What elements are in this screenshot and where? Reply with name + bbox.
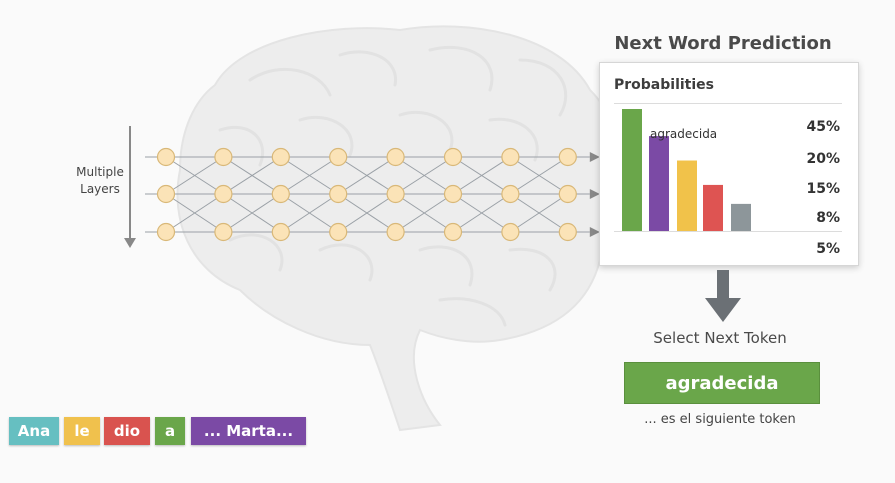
probability-bar (731, 203, 751, 231)
connection-line (223, 156, 282, 195)
network-node (443, 184, 463, 204)
input-token: ... Marta... (191, 417, 306, 445)
network-node (271, 184, 290, 204)
connection-line (280, 193, 339, 233)
network-node (214, 222, 233, 242)
probability-bar (622, 109, 642, 231)
top-word-label: agradecida (650, 127, 718, 141)
network-node (271, 222, 290, 242)
down-arrow-icon (705, 270, 741, 322)
connection-line (452, 193, 511, 233)
layers-label-line1: Multiple (76, 165, 124, 179)
network-node (501, 184, 520, 204)
network-node (386, 222, 405, 242)
connection-line (395, 193, 454, 233)
connection-line (395, 156, 454, 195)
percent-label: 20% (806, 151, 840, 167)
layers-arrow-head (124, 238, 136, 248)
panel-divider-top (614, 103, 842, 104)
network-node (558, 222, 577, 242)
probability-bar (649, 136, 669, 231)
probability-bar (677, 160, 697, 231)
network-node (443, 222, 463, 242)
connection-line (337, 193, 396, 233)
probabilities-title: Probabilities (614, 77, 714, 93)
percent-label: 45% (806, 119, 840, 135)
probability-bars (622, 109, 751, 231)
connection-line (510, 193, 569, 233)
network-node (329, 184, 348, 204)
layer-arrow-head (589, 189, 600, 199)
input-token: Ana (9, 417, 59, 445)
network-node (156, 222, 176, 242)
network-node (214, 184, 233, 204)
network-node (386, 184, 405, 204)
panel-divider-bottom (614, 231, 842, 232)
percent-label: 5% (816, 241, 840, 257)
layer-arrow-head (589, 152, 600, 162)
connection-line (165, 156, 224, 195)
network-node (443, 147, 463, 167)
connection-line (510, 156, 569, 195)
network-node (329, 147, 348, 167)
percent-label: 8% (816, 210, 840, 226)
network-node (386, 147, 405, 167)
connection-line (165, 193, 224, 233)
connection-line (280, 156, 339, 195)
input-token: le (64, 417, 100, 445)
connection-line (337, 156, 396, 195)
probability-bar (703, 184, 723, 231)
prediction-title: Next Word Prediction (614, 33, 832, 54)
percent-label: 15% (806, 181, 840, 197)
next-token-note: ... es el siguiente token (644, 412, 796, 427)
layers-label: Multiple Layers (60, 164, 140, 198)
network-node (156, 147, 176, 167)
network-node (329, 222, 348, 242)
network-node (501, 222, 520, 242)
input-token: a (155, 417, 185, 445)
layers-label-line2: Layers (80, 182, 120, 196)
network-node (156, 184, 176, 204)
chosen-token: agradecida (624, 362, 820, 404)
network-node (501, 147, 520, 167)
input-token: dio (104, 417, 150, 445)
select-next-token-label: Select Next Token (653, 329, 787, 347)
connection-line (223, 193, 282, 233)
network-node (558, 184, 577, 204)
probabilities-panel: Probabilities agradecida 45% 20% 15% 8% … (599, 62, 859, 266)
network-node (558, 147, 577, 167)
network-node (271, 147, 290, 167)
layer-arrow-head (589, 227, 600, 237)
network-node (214, 147, 233, 167)
connection-line (452, 156, 511, 195)
